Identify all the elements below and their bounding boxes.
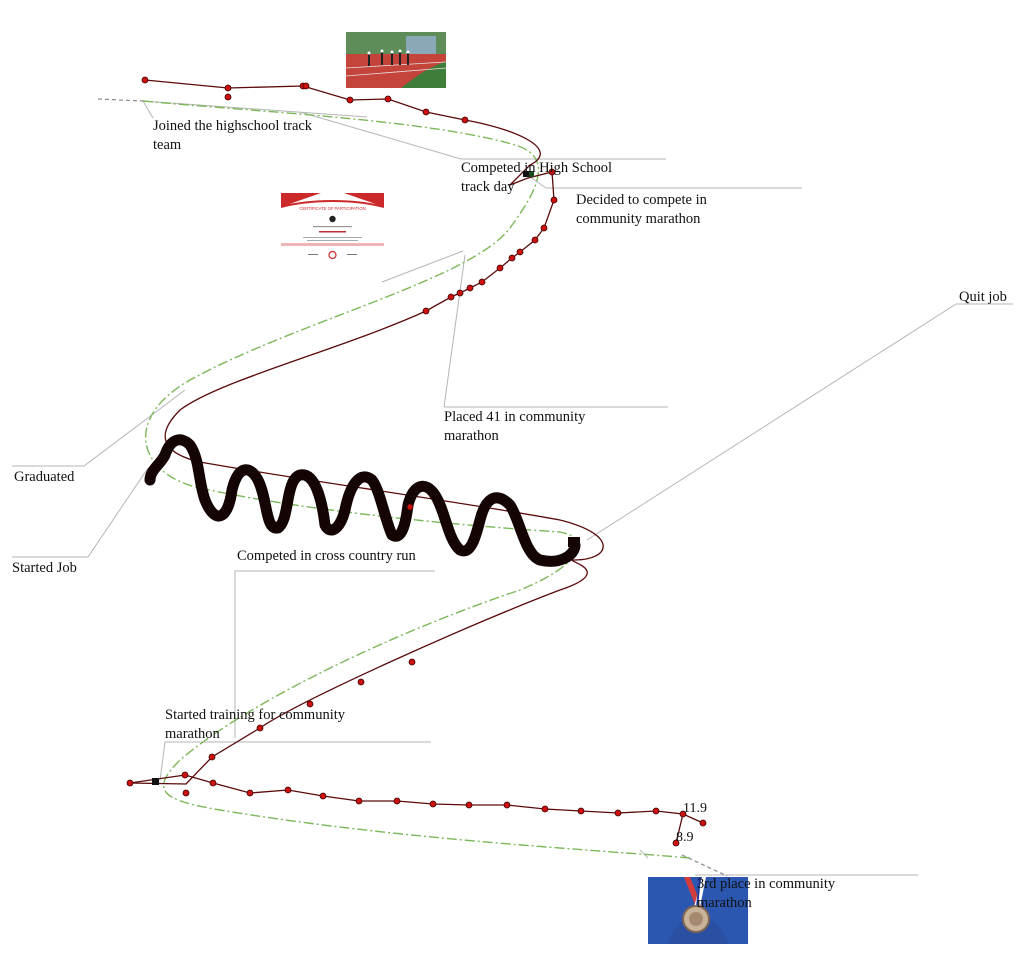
- event-joined-track-team: Joined the highschool track team: [153, 118, 313, 153]
- leader-lines: [12, 100, 1013, 876]
- event-graduated: Graduated: [14, 469, 75, 485]
- square-markers: [152, 171, 534, 785]
- event-third-place: 3rd place in community marathon: [697, 876, 836, 911]
- event-quit-job: Quit job: [959, 289, 1007, 305]
- scribble-stroke: [144, 434, 581, 567]
- event-placed-41: Placed 41 in community marathon: [444, 409, 586, 444]
- certificate-title: CERTIFICATE OF PARTICIPATION: [299, 206, 365, 211]
- event-track-day: Competed in High School track day: [461, 160, 613, 195]
- track-team-photo: [346, 32, 446, 88]
- certificate-photo: CERTIFICATE OF PARTICIPATION: [281, 193, 384, 265]
- event-cross-country: Competed in cross country run: [237, 548, 416, 564]
- end-value-upper: 11.9: [683, 801, 707, 816]
- medal-photo: [648, 877, 748, 944]
- event-started-training: Started training for community marathon: [165, 707, 346, 742]
- event-started-job: Started Job: [12, 560, 77, 576]
- path-markers: [126, 76, 707, 847]
- end-value-lower: 8.9: [676, 830, 694, 845]
- event-decided-marathon: Decided to compete in community marathon: [576, 192, 707, 227]
- scribble-end-marker: [568, 537, 580, 547]
